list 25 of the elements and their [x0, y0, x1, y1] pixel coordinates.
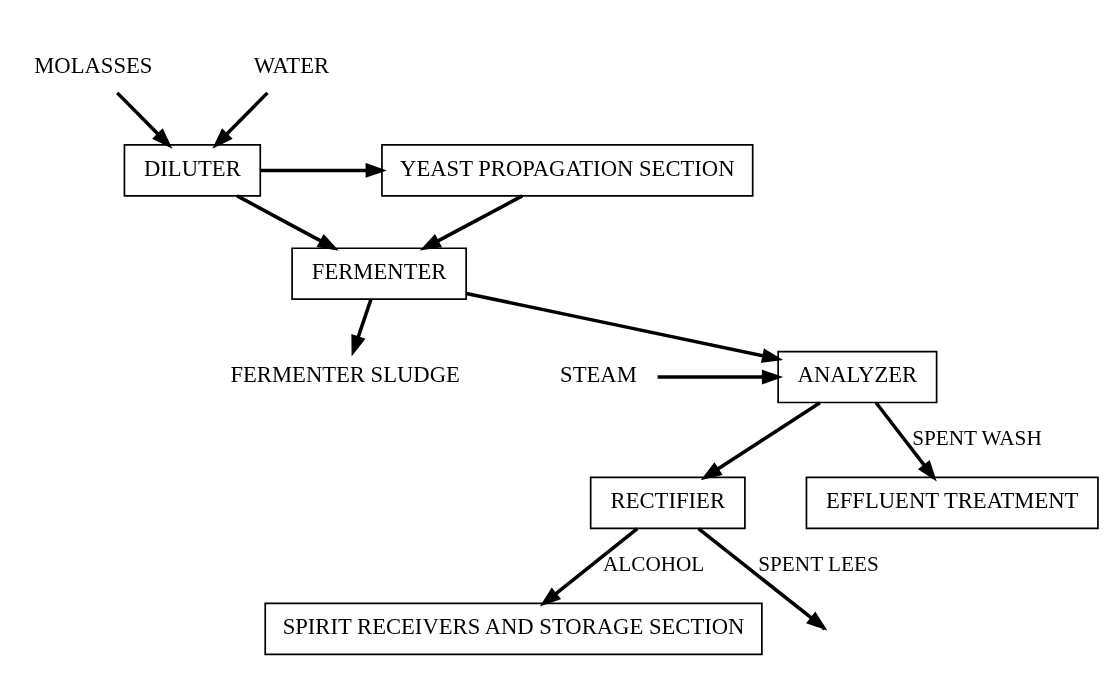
node-box: FERMENTER — [291, 246, 467, 300]
node-box: DILUTER — [123, 143, 262, 197]
node-text: WATER — [253, 52, 330, 78]
node-box: SPIRIT RECEIVERS AND STORAGE SECTION — [264, 602, 763, 655]
arrow — [260, 162, 387, 178]
arrow — [657, 369, 784, 384]
arrow — [874, 401, 937, 481]
node-box: RECTIFIER — [589, 476, 746, 529]
node-text: STEAM — [560, 361, 637, 387]
edge-label: ALCOHOL — [602, 551, 705, 576]
node-text: FERMENTER SLUDGE — [230, 361, 460, 387]
arrow — [116, 91, 173, 149]
edge-label: SPENT WASH — [912, 425, 1042, 450]
arrow — [539, 526, 639, 607]
node-box: ANALYZER — [777, 350, 938, 403]
node-box: EFFLUENT TREATMENT — [805, 476, 1099, 529]
node-text: MOLASSES — [34, 52, 153, 78]
arrow — [419, 193, 524, 251]
arrow — [212, 91, 269, 149]
node-box: YEAST PROPAGATION SECTION — [381, 143, 754, 197]
arrow — [236, 193, 339, 251]
arrow — [465, 291, 784, 363]
arrow — [700, 400, 821, 480]
arrow — [351, 298, 373, 357]
edge-label: SPENT LEES — [758, 551, 879, 576]
